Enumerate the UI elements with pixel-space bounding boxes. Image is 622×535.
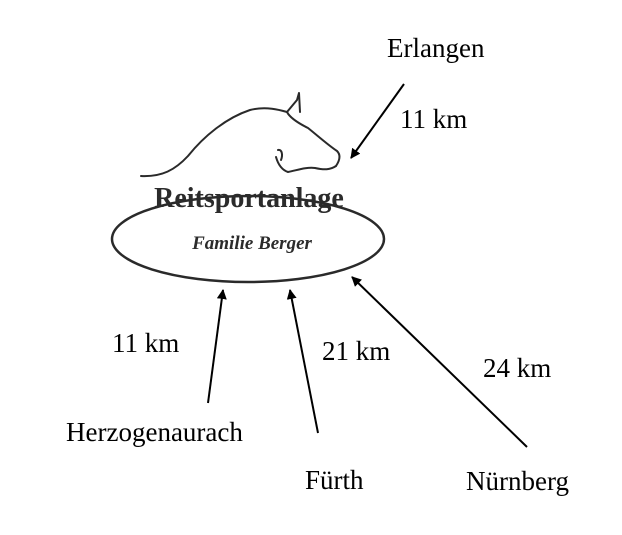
route-erlangen: Erlangen 11 km [350, 33, 485, 159]
horse-head-icon [140, 92, 341, 178]
city-label-herzogenaurach: Herzogenaurach [66, 417, 243, 447]
route-herzogenaurach: 11 km Herzogenaurach [66, 289, 243, 447]
arrow-erlangen [350, 83, 405, 159]
route-fuerth: 21 km Fürth [286, 289, 390, 495]
logo-subtitle: Familie Berger [191, 233, 312, 254]
arrow-fuerth [286, 289, 319, 434]
arrow-nuernberg [351, 276, 528, 448]
logo-title: Reitsportanlage [154, 183, 344, 214]
distance-label-herzogenaurach: 11 km [112, 328, 179, 358]
distance-label-nuernberg: 24 km [483, 353, 551, 383]
city-label-fuerth: Fürth [305, 465, 364, 495]
logo-ellipse [110, 194, 386, 284]
distance-label-erlangen: 11 km [400, 104, 467, 134]
route-nuernberg: 24 km Nürnberg [351, 276, 569, 496]
arrow-herzogenaurach [207, 289, 227, 404]
city-label-erlangen: Erlangen [387, 33, 485, 63]
distance-label-fuerth: 21 km [322, 336, 390, 366]
city-label-nuernberg: Nürnberg [466, 466, 569, 496]
